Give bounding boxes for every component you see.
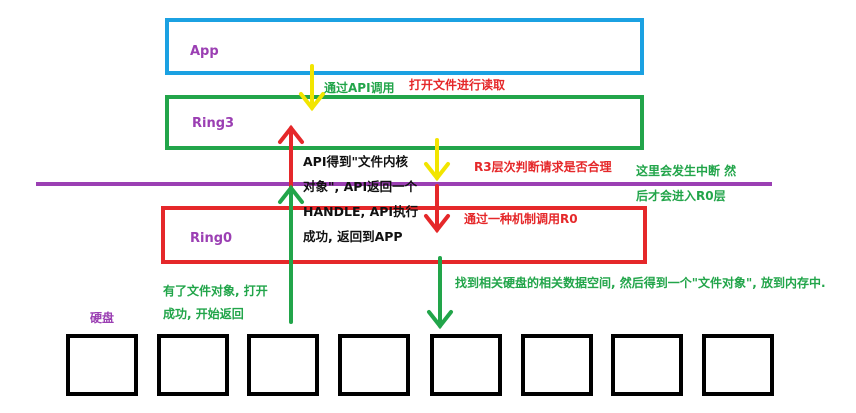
r3-check-annotation: R3层次判断请求是否合理 xyxy=(474,160,612,174)
ring3-layer-box xyxy=(165,95,644,150)
disk-block xyxy=(157,334,229,396)
green-arrow-find-data xyxy=(427,256,453,330)
disk-block xyxy=(430,334,502,396)
disk-label: 硬盘 xyxy=(90,311,115,325)
open-file-annotation: 打开文件进行读取 xyxy=(409,78,506,92)
got-object-annotation-line1: 有了文件对象, 打开 xyxy=(163,284,268,298)
api-result-annotation-line2: 对象", API返回一个 xyxy=(303,179,418,194)
ring0-layer-label: Ring0 xyxy=(190,231,233,246)
api-result-annotation-line4: 成功, 返回到APP xyxy=(303,229,403,244)
app-layer-box xyxy=(165,18,644,75)
api-call-annotation: 通过API调用 xyxy=(324,81,395,95)
green-arrow-return-up xyxy=(278,184,304,324)
disk-block xyxy=(247,334,319,396)
got-object-annotation-line2: 成功, 开始返回 xyxy=(163,307,244,321)
ring3-layer-label: Ring3 xyxy=(192,116,235,131)
disk-block xyxy=(611,334,683,396)
find-space-annotation: 找到相关硬盘的相关数据空间, 然后得到一个"文件对象", 放到内存中. xyxy=(455,276,826,290)
ring0-layer-box xyxy=(161,206,647,264)
yellow-arrow-r3-check xyxy=(424,138,450,182)
disk-block xyxy=(702,334,774,396)
api-result-annotation-line3: HANDLE, API执行 xyxy=(303,204,419,219)
yellow-arrow-api-call xyxy=(299,64,325,112)
app-layer-label: App xyxy=(190,44,219,59)
red-arrow-mechanism-call xyxy=(424,184,450,234)
disk-block xyxy=(66,334,138,396)
api-result-annotation-line1: API得到"文件内核 xyxy=(303,154,408,169)
interrupt-annotation-line1: 这里会发生中断 然 xyxy=(636,164,737,178)
disk-block xyxy=(521,334,593,396)
mechanism-call-annotation: 通过一种机制调用R0 xyxy=(464,212,578,226)
disk-block xyxy=(338,334,410,396)
interrupt-annotation-line2: 后才会进入R0层 xyxy=(636,189,726,203)
